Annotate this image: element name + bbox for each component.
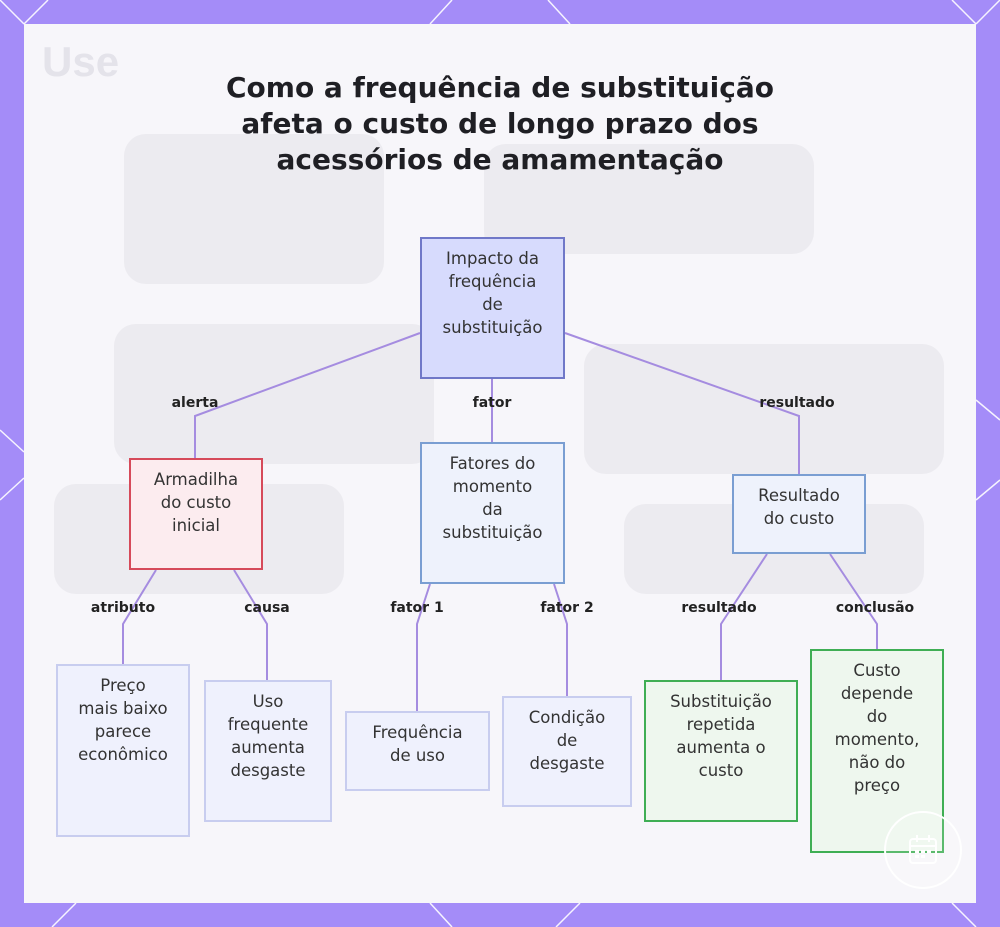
edge-resultado-bottom [721,554,767,680]
edge-alerta [195,333,420,458]
edge-label-resultado: resultado [759,395,834,411]
edge-label-alerta: alerta [172,395,219,411]
edge-label-fator-2: fator 2 [540,600,593,616]
edge-causa [234,570,267,680]
edge-label-conclusao: conclusão [836,600,914,616]
diagram-panel: Use Como a frequência de substituição af… [24,24,976,903]
edge-label-fator-1: fator 1 [390,600,443,616]
edge-label-fator: fator [473,395,512,411]
edge-label-causa: causa [244,600,290,616]
calendar-icon [886,813,960,887]
calendar-badge [884,811,962,889]
edge-atributo [123,570,156,664]
edge-label-atributo: atributo [91,600,155,616]
edge-label-resultado-2: resultado [681,600,756,616]
